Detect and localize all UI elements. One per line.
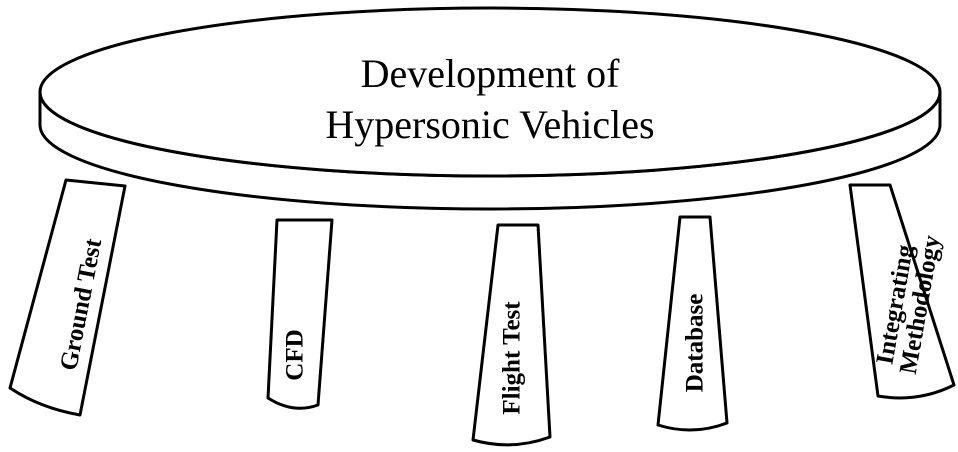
leg-label-cfd: CFD (282, 329, 309, 380)
leg-integrating-methodology (848, 183, 956, 400)
table-top-surface (38, 6, 942, 178)
leg-cfd (266, 218, 334, 410)
leg-label-database: Database (682, 294, 709, 393)
table-top (38, 6, 942, 211)
title-line-1: Development of (361, 51, 620, 96)
leg-database (656, 215, 729, 432)
leg-ground-test (8, 178, 127, 417)
leg-flight-test (471, 223, 552, 447)
leg-label-flight-test: Flight Test (499, 301, 526, 415)
title-line-2: Hypersonic Vehicles (325, 102, 654, 147)
